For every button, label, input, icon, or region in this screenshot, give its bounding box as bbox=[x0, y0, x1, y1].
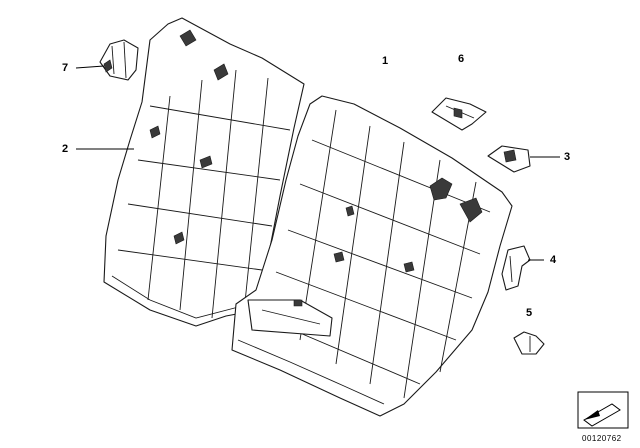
backrest-frame-right bbox=[231, 95, 513, 417]
callout-7: 7 bbox=[62, 62, 69, 74]
leader-7 bbox=[75, 65, 105, 69]
callout-6: 6 bbox=[458, 53, 465, 65]
cover-part-3 bbox=[487, 145, 531, 173]
bracket-part-6 bbox=[431, 97, 487, 131]
callout-3: 3 bbox=[564, 151, 571, 163]
callout-5: 5 bbox=[526, 307, 533, 319]
leader-lines bbox=[75, 65, 560, 261]
clip-part-7 bbox=[99, 39, 139, 81]
document-symbol-icon bbox=[577, 391, 629, 429]
callout-4: 4 bbox=[550, 254, 557, 266]
callout-2: 2 bbox=[62, 143, 69, 155]
knob-part-5 bbox=[513, 331, 545, 355]
document-number: 00120762 bbox=[582, 434, 622, 443]
trim-part-4 bbox=[501, 245, 531, 291]
backrest-frame-left bbox=[103, 17, 305, 327]
callout-1: 1 bbox=[382, 55, 389, 67]
